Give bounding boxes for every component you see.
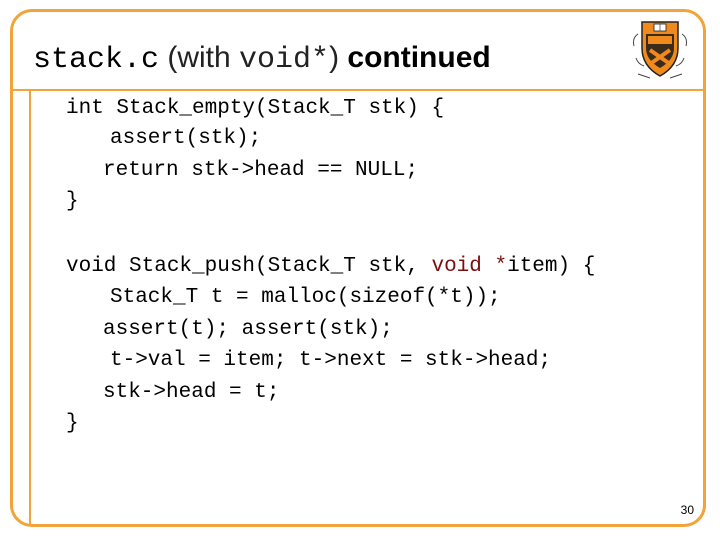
- side-divider: [29, 90, 31, 526]
- code-line: }: [66, 190, 79, 213]
- code-text: item) {: [507, 255, 596, 278]
- title-void-ptr: void*: [239, 43, 330, 77]
- code-text: void Stack_push(Stack_T stk,: [66, 255, 432, 278]
- code-line: int Stack_empty(Stack_T stk) {: [66, 97, 445, 120]
- title-with: (with: [159, 41, 240, 74]
- code-line: Stack_T t = malloc(sizeof(*t));: [110, 286, 501, 309]
- code-line: void Stack_push(Stack_T stk, void *item)…: [66, 255, 595, 279]
- slide-frame: [10, 9, 706, 527]
- page-number: 30: [680, 503, 694, 517]
- title-paren: ): [329, 41, 348, 74]
- princeton-shield-icon: [633, 21, 687, 79]
- title-continued: continued: [347, 41, 491, 74]
- code-line: assert(t); assert(stk);: [103, 318, 393, 341]
- title-divider: [11, 89, 705, 91]
- code-line: t->val = item; t->next = stk->head;: [110, 349, 552, 372]
- code-line: }: [66, 412, 79, 435]
- code-line: stk->head = t;: [103, 381, 280, 404]
- code-keyword: void *: [431, 255, 508, 278]
- title-filename: stack.c: [33, 43, 160, 77]
- slide-title: stack.c (with void*) continued: [33, 38, 491, 80]
- code-line: assert(stk);: [110, 127, 262, 150]
- code-line: return stk->head == NULL;: [103, 159, 419, 182]
